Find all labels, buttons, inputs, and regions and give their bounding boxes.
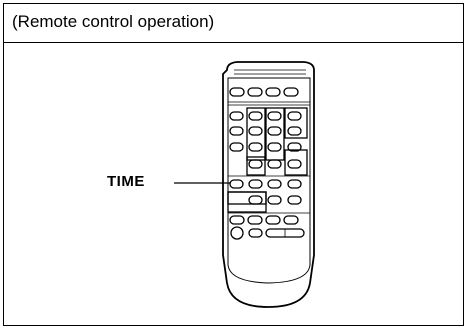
button-block-lower xyxy=(227,191,302,213)
time-button xyxy=(229,179,244,189)
button-row-bottom xyxy=(230,226,305,240)
button-row-lower xyxy=(229,215,299,225)
button-block-middle xyxy=(246,149,308,176)
caption-header: (Remote control operation) xyxy=(4,4,463,43)
button-row-1 xyxy=(229,87,299,97)
remote-panel xyxy=(227,77,311,284)
caption-text: (Remote control operation) xyxy=(12,12,215,31)
button-row-time xyxy=(229,179,302,189)
button-block-upper xyxy=(229,107,308,161)
remote-body xyxy=(222,61,315,308)
round-button xyxy=(230,226,244,240)
time-callout-label: TIME xyxy=(107,173,145,190)
figure-frame: (Remote control operation) xyxy=(3,3,464,326)
